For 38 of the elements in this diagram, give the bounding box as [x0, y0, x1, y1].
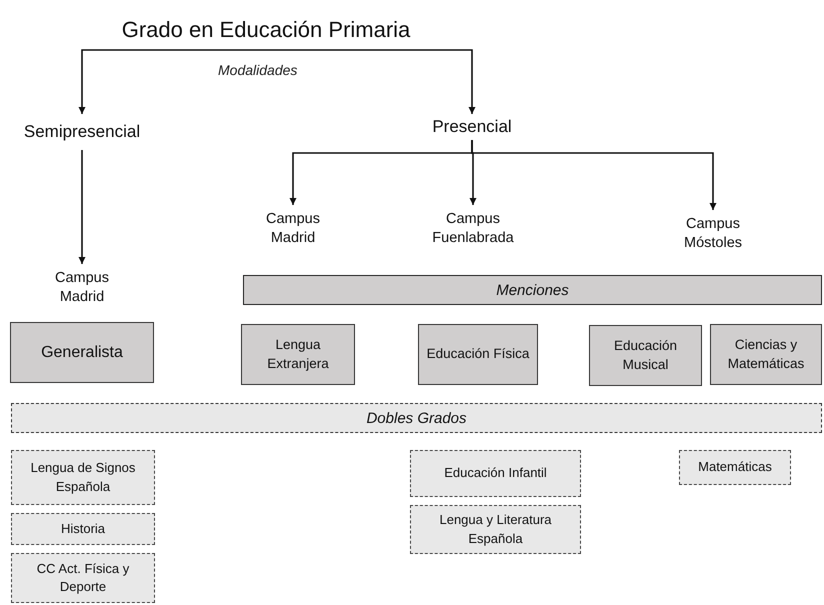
category-box: [710, 324, 822, 385]
campus-text: Campus Madrid: [247, 205, 339, 253]
box-label: Menciones: [496, 282, 569, 298]
degree-box: [410, 505, 581, 554]
box-label: Generalista: [41, 344, 123, 362]
campus-text: Campus Móstoles: [666, 210, 760, 258]
degree-box: [11, 450, 155, 505]
heading-text: Grado en Educación Primaria: [90, 10, 442, 50]
box-label: Lengua de Signos Española: [30, 459, 136, 496]
campus-text: Campus Madrid: [36, 264, 128, 312]
box-label: CC Act. Física y Deporte: [36, 560, 130, 596]
box-label: Lengua Extranjera: [266, 336, 330, 373]
category-box: [10, 322, 154, 383]
mode-text: Presencial: [412, 114, 532, 140]
box-label: Ciencias y Matemáticas: [726, 336, 806, 372]
box-label: Matemáticas: [698, 458, 772, 476]
degree-box: [11, 553, 155, 603]
mode-text: Semipresencial: [8, 114, 156, 150]
arrow: [78, 150, 86, 264]
category-box: [589, 325, 702, 386]
arrow: [471, 140, 716, 210]
box-label: Lengua y Literatura Española: [438, 511, 553, 548]
category-box: [241, 324, 355, 385]
arrow: [78, 49, 267, 114]
box-label: Historia: [60, 520, 106, 538]
box-label: Educación Musical: [612, 336, 678, 374]
degree-box: [11, 513, 155, 545]
section-band: [11, 403, 822, 433]
degree-box: [410, 450, 581, 497]
category-box: [418, 324, 538, 385]
campus-text: Campus Fuenlabrada: [413, 205, 533, 253]
section-band: [243, 275, 822, 305]
arrow: [265, 49, 476, 114]
box-label: Educación Física: [426, 345, 530, 364]
box-label: Educación Infantil: [444, 464, 547, 482]
group-label: Modalidades: [218, 62, 298, 78]
box-label: Dobles Grados: [366, 410, 467, 426]
degree-box: [679, 450, 791, 485]
